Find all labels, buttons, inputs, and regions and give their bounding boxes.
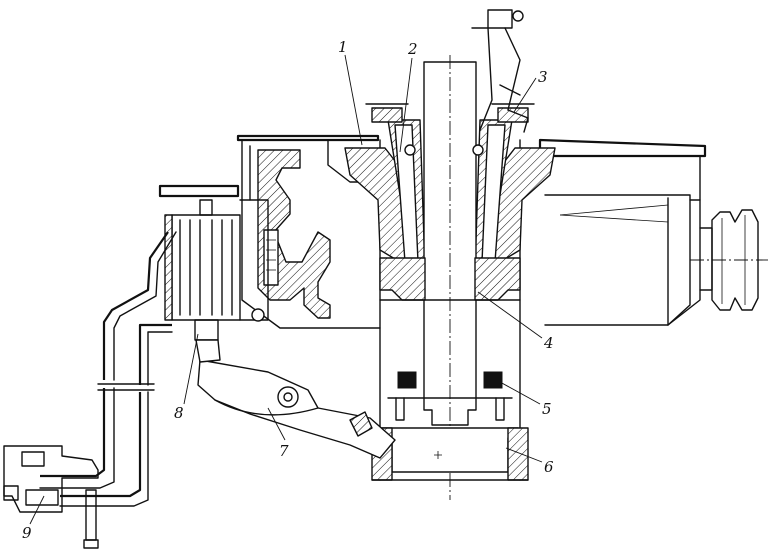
callout-2: 2 xyxy=(407,40,418,58)
motor-pulley xyxy=(690,209,768,311)
hydraulic-cylinder xyxy=(158,184,269,363)
callout-9: 9 xyxy=(22,524,32,542)
callout-6: 6 xyxy=(544,458,554,476)
control-block xyxy=(3,445,99,549)
top-lever xyxy=(404,9,529,156)
right-housing xyxy=(538,138,707,326)
callout-8: 8 xyxy=(174,404,184,422)
callout-3: 3 xyxy=(538,68,548,86)
callout-4: 4 xyxy=(543,334,554,352)
base-flange xyxy=(371,427,529,481)
lever-arm xyxy=(197,359,396,459)
callout-7: 7 xyxy=(279,442,289,460)
callouts: 1 2 3 4 5 6 7 8 9 xyxy=(22,38,554,542)
leader-lines xyxy=(29,54,543,525)
callout-1: 1 xyxy=(338,38,348,56)
spindle-assembly xyxy=(344,55,556,500)
callout-5: 5 xyxy=(542,400,552,418)
piping xyxy=(39,231,177,507)
